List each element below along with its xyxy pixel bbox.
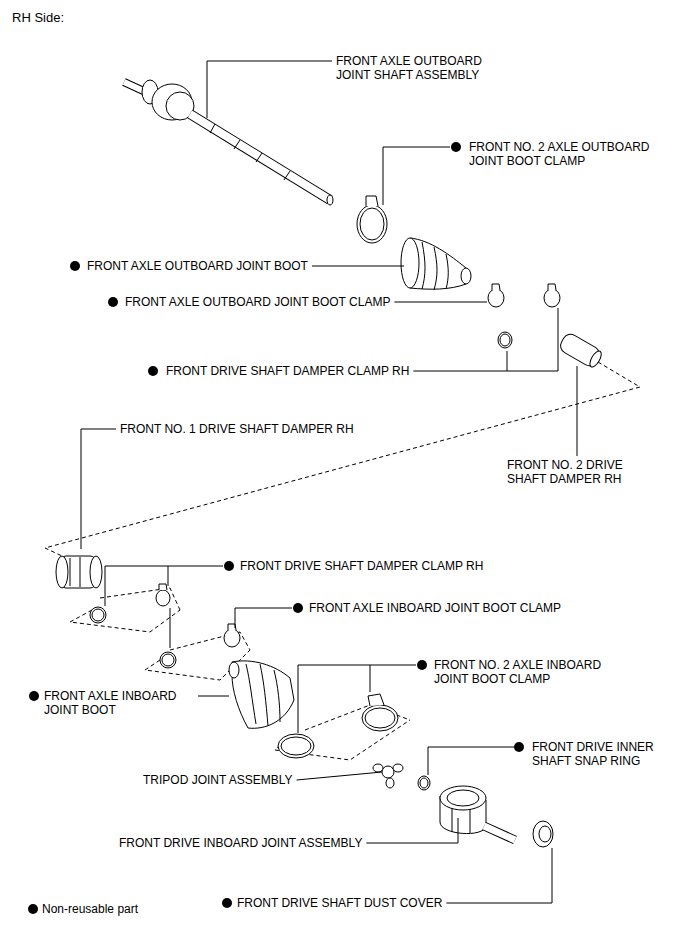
part-label: FRONT DRIVE INNER SHAFT SNAP RING xyxy=(532,740,672,768)
part-label: FRONT AXLE OUTBOARD JOINT BOOT CLAMP xyxy=(125,295,390,309)
outboard-shaft-assembly xyxy=(124,80,333,205)
part-label: FRONT NO. 2 AXLE INBOARD JOINT BOOT CLAM… xyxy=(434,658,619,686)
leader-line xyxy=(394,302,487,303)
leader-line xyxy=(81,429,116,549)
leader-line xyxy=(366,818,458,843)
leader-line xyxy=(198,696,229,697)
part-label: FRONT AXLE INBOARD JOINT BOOT CLAMP xyxy=(309,601,561,615)
part-label: FRONT DRIVE SHAFT DAMPER CLAMP RH xyxy=(166,364,409,378)
outboard-boot-and-clamps xyxy=(357,196,604,370)
part-label: TRIPOD JOINT ASSEMBLY xyxy=(143,773,293,787)
leader-line xyxy=(428,747,514,775)
legend-text: Non-reusable part xyxy=(42,902,138,916)
diagram-title: RH Side: xyxy=(12,10,64,26)
part-label: FRONT AXLE OUTBOARD JOINT BOOT xyxy=(87,259,308,273)
part-label: FRONT DRIVE INBOARD JOINT ASSEMBLY xyxy=(119,836,362,850)
leader-line xyxy=(207,61,332,118)
part-label: FRONT AXLE INBOARD JOINT BOOT xyxy=(44,689,194,717)
leader-line xyxy=(312,266,404,267)
leader-line xyxy=(413,308,558,371)
part-label: FRONT DRIVE SHAFT DAMPER CLAMP RH xyxy=(240,559,483,573)
leader-line xyxy=(105,566,223,606)
leader-line xyxy=(235,608,292,628)
part-label: FRONT AXLE OUTBOARD JOINT SHAFT ASSEMBLY xyxy=(336,54,496,82)
inboard-damper-boot-clamps xyxy=(56,556,398,758)
part-label: FRONT NO. 2 AXLE OUTBOARD JOINT BOOT CLA… xyxy=(469,140,664,168)
assembly-dashed-lines xyxy=(45,362,640,760)
inboard-joint-parts xyxy=(373,764,553,847)
part-label: FRONT NO. 2 DRIVE SHAFT DAMPER RH xyxy=(507,458,642,486)
leader-line xyxy=(297,772,382,780)
leader-line xyxy=(298,665,416,733)
non-reusable-bullets xyxy=(28,142,524,914)
leader-line xyxy=(446,848,552,903)
part-label: FRONT NO. 1 DRIVE SHAFT DAMPER RH xyxy=(120,422,354,436)
part-label: FRONT DRIVE SHAFT DUST COVER xyxy=(237,896,442,910)
leader-branches xyxy=(168,351,577,692)
leader-line xyxy=(383,147,450,205)
